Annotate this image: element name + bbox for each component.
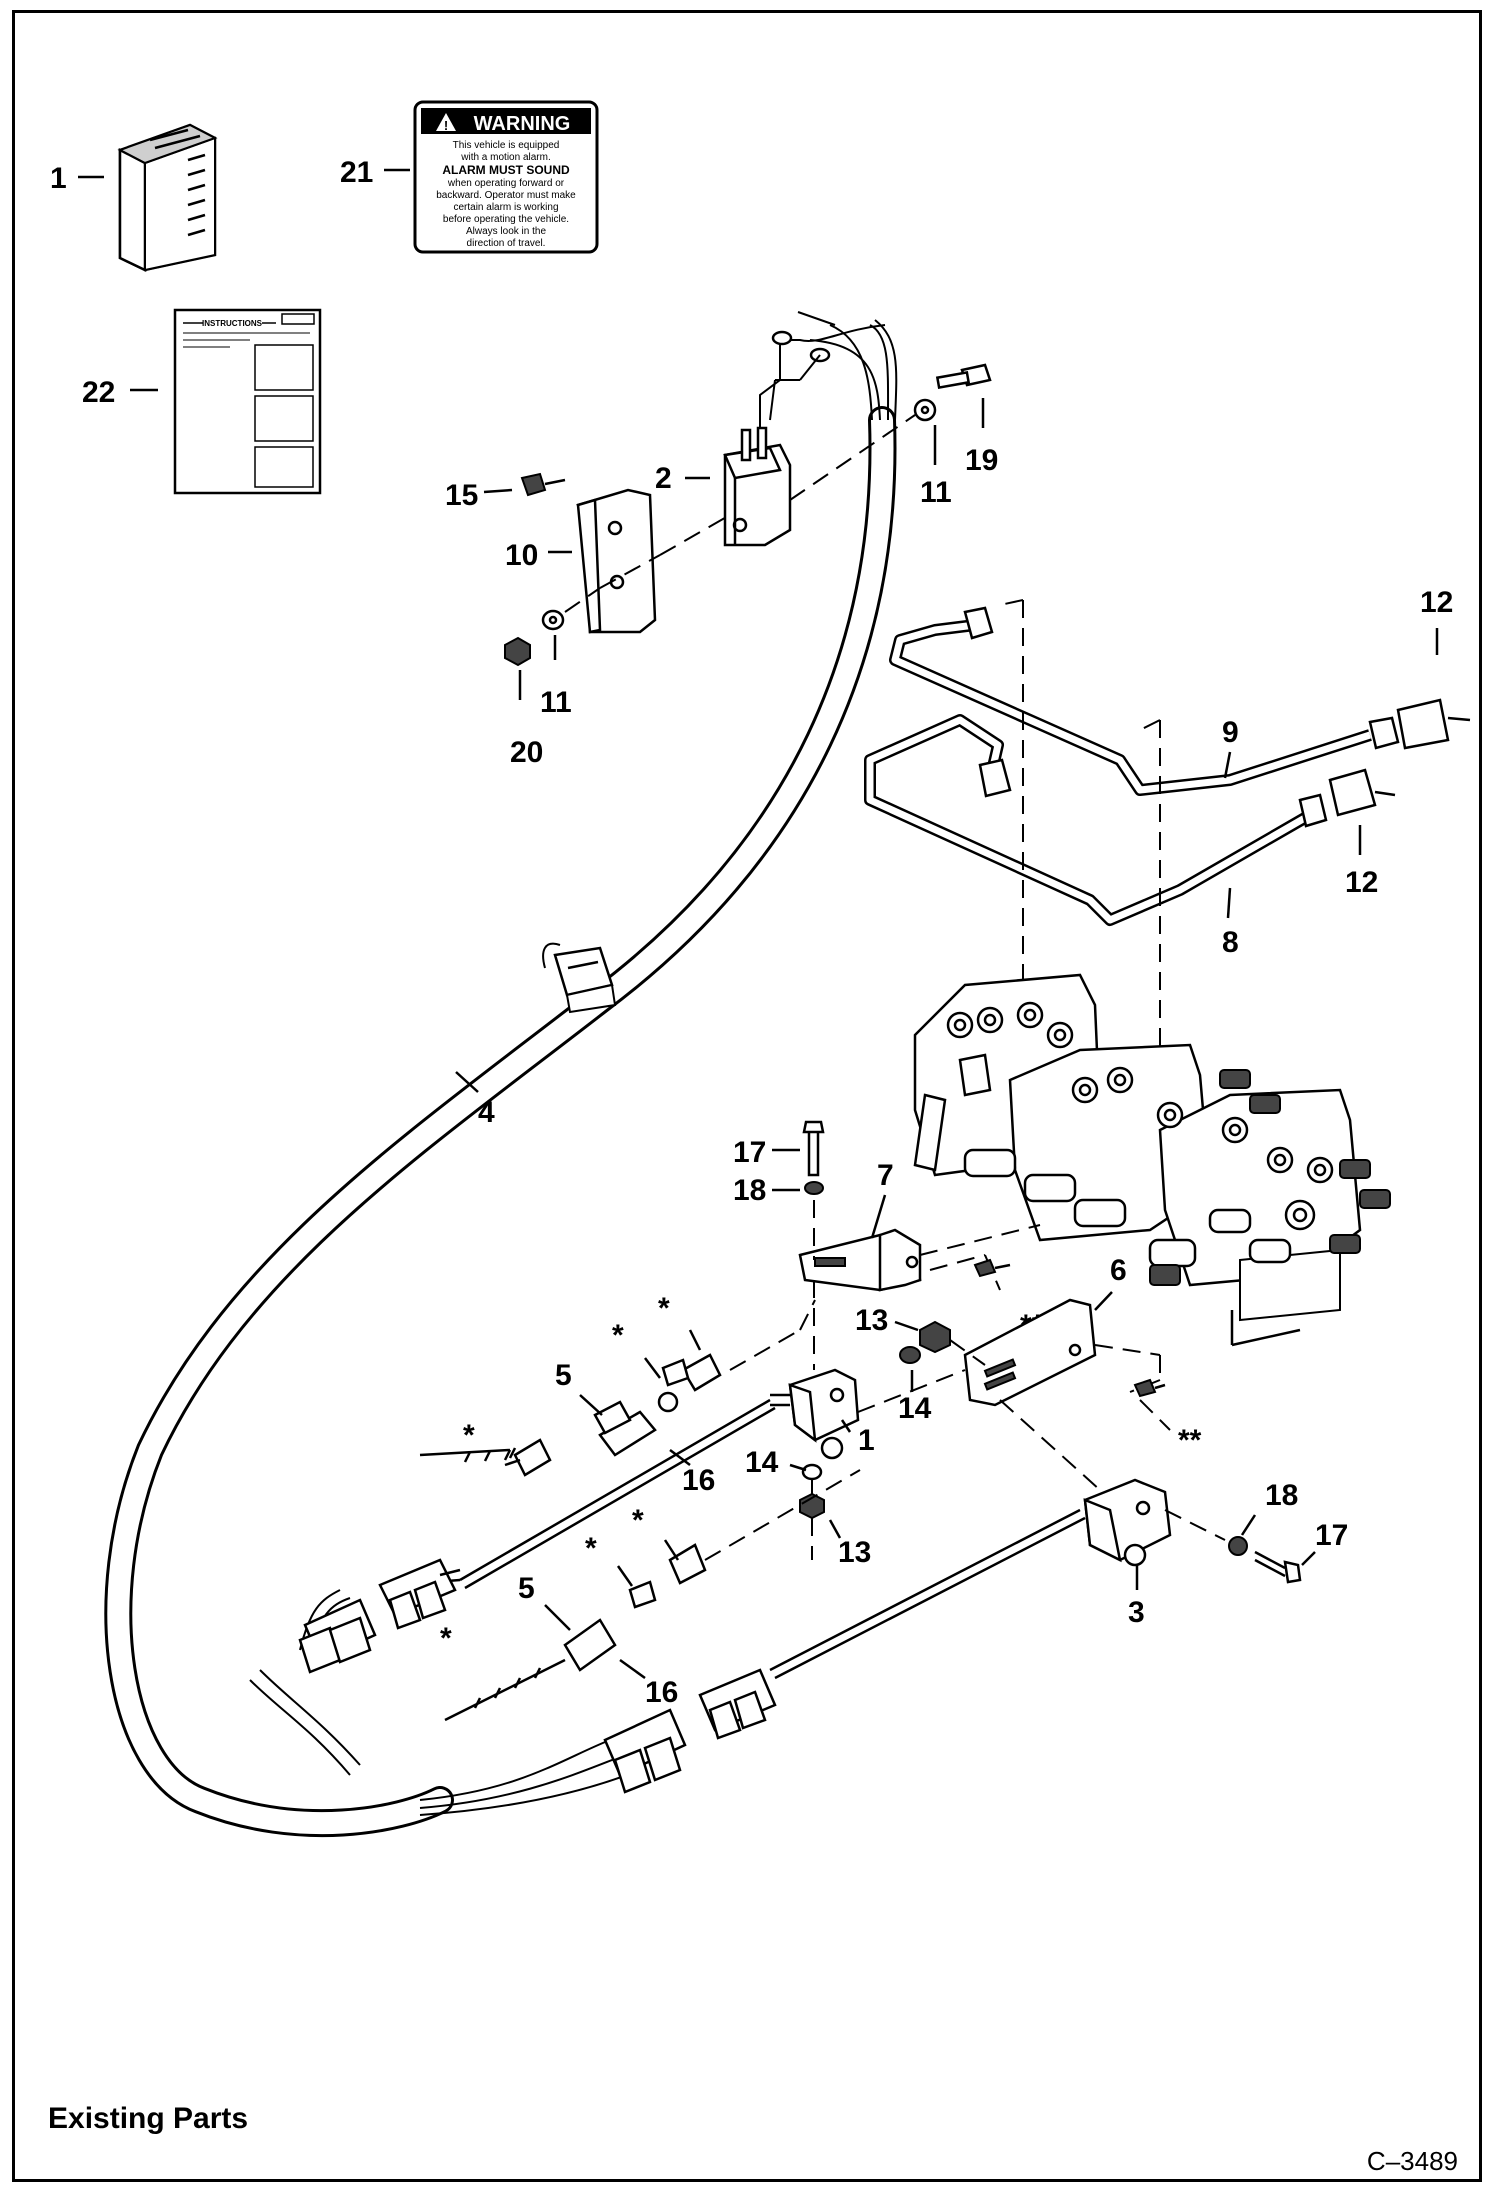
callout-9-tube: 9 [1222, 716, 1239, 749]
callout-15-bolt: 15 [445, 479, 478, 512]
plate-6 [963, 1298, 1097, 1407]
svg-text:ALARM MUST SOUND: ALARM MUST SOUND [442, 163, 570, 177]
wire-harness-4 [104, 311, 898, 1838]
nut-13-upper [919, 1320, 951, 1354]
callout-1-sensor-switch: 1 [858, 1424, 875, 1457]
connector-left-harness [298, 1598, 377, 1674]
svg-text:This vehicle is equipped: This vehicle is equipped [453, 140, 560, 151]
warning-decal: ! WARNING This vehicle is equipped with … [413, 100, 599, 254]
cable-upper [394, 1299, 816, 1590]
svg-text:direction of travel.: direction of travel. [467, 238, 546, 249]
callout-1-alarm: 1 [50, 162, 67, 195]
tube-9 [889, 606, 1471, 796]
star-note-clip-upper: * [612, 1319, 624, 1352]
svg-text:with a motion alarm.: with a motion alarm. [460, 152, 550, 163]
callout-12-elbow-upper: 12 [1420, 586, 1453, 619]
existing-parts-legend: Existing Parts [48, 2102, 249, 2135]
callout-7-bracket: 7 [877, 1159, 894, 1192]
callout-8-tube: 8 [1222, 926, 1239, 959]
callout-14-washer-upper: 14 [898, 1392, 932, 1425]
washer-18-upper [804, 1181, 824, 1195]
bracket-10 [576, 488, 657, 634]
cable-lower [444, 1469, 1086, 1722]
instructions-sheet-title: INSTRUCTIONS [202, 319, 263, 328]
callout-11-washer-left: 11 [540, 686, 572, 719]
instructions-sheet: INSTRUCTIONS [173, 308, 322, 495]
connector-lower-harness [603, 1708, 687, 1794]
star-note-block-upper: * [658, 1292, 670, 1325]
callout-11-washer-right: 11 [920, 476, 952, 509]
warning-decal-title: WARNING [474, 113, 571, 135]
callout-2-switch: 2 [655, 462, 672, 495]
callout-6-plate: 6 [1110, 1254, 1127, 1287]
svg-text:when operating forward or: when operating forward or [447, 178, 565, 189]
star-note-spring-lower: * [440, 1622, 452, 1655]
switch-2 [723, 426, 792, 547]
star-note-screw-lower: ** [1178, 1424, 1202, 1457]
washer-18-lower [1228, 1536, 1248, 1556]
callout-5-plunger-upper: 5 [555, 1359, 572, 1392]
bolt-19 [935, 363, 992, 389]
star-note-block-lower: * [632, 1504, 644, 1537]
washer-11-right [913, 398, 937, 422]
callout-17-bolt-lower: 17 [1315, 1519, 1348, 1552]
callout-13-nut-upper: 13 [855, 1304, 888, 1337]
callout-18-washer-lower: 18 [1265, 1479, 1298, 1512]
sensor-switch-1 [770, 1368, 860, 1460]
callout-21-warning-decal: 21 [340, 156, 373, 189]
washer-11-left [541, 609, 565, 631]
control-valve [913, 973, 1391, 1347]
switch-3 [1083, 1478, 1172, 1567]
alarm-box-part [117, 123, 218, 272]
callout-19-bolt: 19 [965, 444, 998, 477]
callout-22-instructions: 22 [82, 376, 115, 409]
tube-8 [864, 714, 1396, 926]
bolt-17-upper [802, 1120, 825, 1177]
callout-14-washer-lower: 14 [745, 1446, 779, 1479]
screw-lower [1133, 1378, 1166, 1398]
callout-12-elbow-lower: 12 [1345, 866, 1378, 899]
nut-20 [504, 636, 531, 667]
svg-text:!: ! [444, 118, 448, 133]
connector-upper-left [378, 1558, 461, 1630]
washer-14-lower [801, 1463, 823, 1481]
bracket-7 [798, 1228, 922, 1292]
star-note-clip-lower: * [585, 1532, 597, 1565]
callout-16-nut-upper: 16 [682, 1464, 715, 1497]
washer-14-upper [899, 1346, 921, 1364]
callout-3-switch: 3 [1128, 1596, 1145, 1629]
screw-upper [973, 1258, 1011, 1278]
figure-code: C–3489 [1366, 2146, 1458, 2176]
connector-lower-right [698, 1668, 777, 1740]
svg-text:certain alarm is working: certain alarm is working [453, 202, 558, 213]
callout-16-nut-lower: 16 [645, 1676, 678, 1709]
callout-18-washer-upper: 18 [733, 1174, 766, 1207]
bolt-17-lower [1254, 1550, 1302, 1584]
bolt-15 [520, 472, 566, 497]
svg-text:before operating the vehicle.: before operating the vehicle. [443, 214, 569, 225]
diagram-frame [12, 10, 1482, 2182]
callout-5-plunger-lower: 5 [518, 1572, 535, 1605]
svg-text:backward. Operator must make: backward. Operator must make [436, 190, 576, 201]
callout-13-nut-lower: 13 [838, 1536, 871, 1569]
callout-10-bracket: 10 [505, 539, 538, 572]
star-note-spring-upper: * [463, 1419, 475, 1452]
callout-4-harness: 4 [478, 1096, 495, 1129]
callout-20-nut: 20 [510, 736, 543, 769]
svg-text:Always look in the: Always look in the [466, 226, 546, 237]
callout-17-bolt-upper: 17 [733, 1136, 766, 1169]
